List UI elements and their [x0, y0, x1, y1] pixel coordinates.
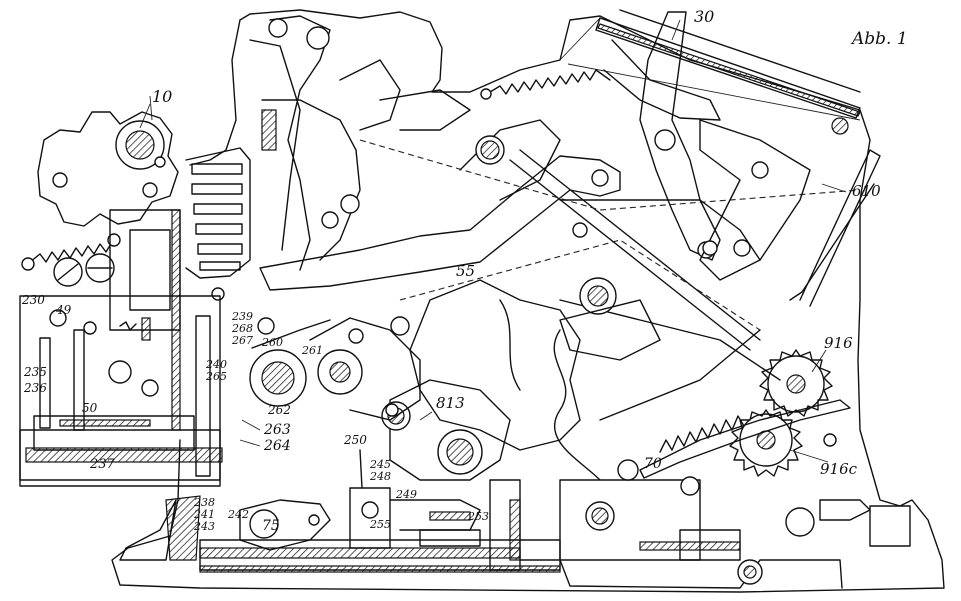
screw-heads-left — [49, 253, 115, 327]
left-upright-frame — [109, 209, 181, 431]
label-916c: 916c — [820, 460, 858, 478]
toothed-rack — [639, 149, 881, 479]
lower-linkage — [349, 449, 481, 549]
label-264: 264 — [263, 438, 291, 454]
label-50: 50 — [82, 401, 98, 415]
label-260: 260 — [261, 336, 283, 349]
upper-spring — [480, 69, 611, 100]
label-255: 255 — [369, 518, 391, 531]
base-left — [119, 495, 201, 561]
label-235: 235 — [23, 365, 47, 379]
label-610: 610 — [852, 182, 881, 200]
label-236: 236 — [23, 381, 47, 395]
label-49: 49 — [55, 303, 72, 317]
pinion-916 — [759, 349, 833, 417]
label-250: 250 — [343, 433, 367, 447]
diagonal-rods — [359, 139, 861, 421]
cam-75 — [239, 499, 331, 551]
reference-labels: 10 30 55 610 916 916c 813 70 75 230 49 2… — [21, 7, 881, 534]
label-230: 230 — [21, 293, 45, 307]
top-rail — [595, 9, 861, 119]
label-75: 75 — [262, 518, 280, 534]
label-70: 70 — [644, 456, 662, 472]
label-249: 249 — [395, 488, 417, 501]
label-239: 239 — [231, 310, 253, 323]
label-242: 242 — [227, 508, 249, 521]
label-55: 55 — [456, 262, 475, 280]
comb-segment — [185, 147, 251, 279]
label-240: 240 — [205, 358, 227, 371]
label-30: 30 — [694, 7, 714, 26]
label-268: 268 — [231, 322, 253, 335]
upper-linkage — [249, 15, 471, 271]
lower-left-assembly — [19, 295, 223, 487]
cam-group-260 — [211, 287, 421, 421]
label-263: 263 — [263, 422, 291, 438]
side-plate-outline — [111, 9, 945, 593]
label-241: 241 — [193, 508, 215, 521]
main-lever-55 — [259, 119, 621, 291]
label-267: 267 — [231, 334, 253, 347]
wavy-plate — [409, 279, 601, 481]
leader-lines — [139, 19, 847, 463]
label-243: 243 — [193, 520, 215, 533]
label-248: 248 — [369, 470, 391, 483]
label-237: 237 — [89, 457, 116, 472]
small-pin-right — [823, 433, 837, 447]
label-253: 253 — [467, 510, 489, 523]
lower-right-assembly — [559, 459, 911, 585]
central-pivot — [559, 277, 661, 361]
cam-10 — [37, 95, 179, 227]
figure-caption: Abb. 1 — [850, 29, 908, 49]
label-262: 262 — [267, 403, 291, 417]
label-245: 245 — [369, 458, 391, 471]
right-arm — [572, 117, 849, 281]
pinion-916c — [729, 409, 803, 477]
label-261: 261 — [301, 344, 323, 357]
label-813: 813 — [436, 394, 465, 412]
left-spring — [21, 233, 121, 271]
label-916: 916 — [824, 334, 853, 352]
label-238: 238 — [193, 496, 215, 509]
label-265: 265 — [205, 370, 227, 383]
label-10: 10 — [152, 87, 172, 106]
